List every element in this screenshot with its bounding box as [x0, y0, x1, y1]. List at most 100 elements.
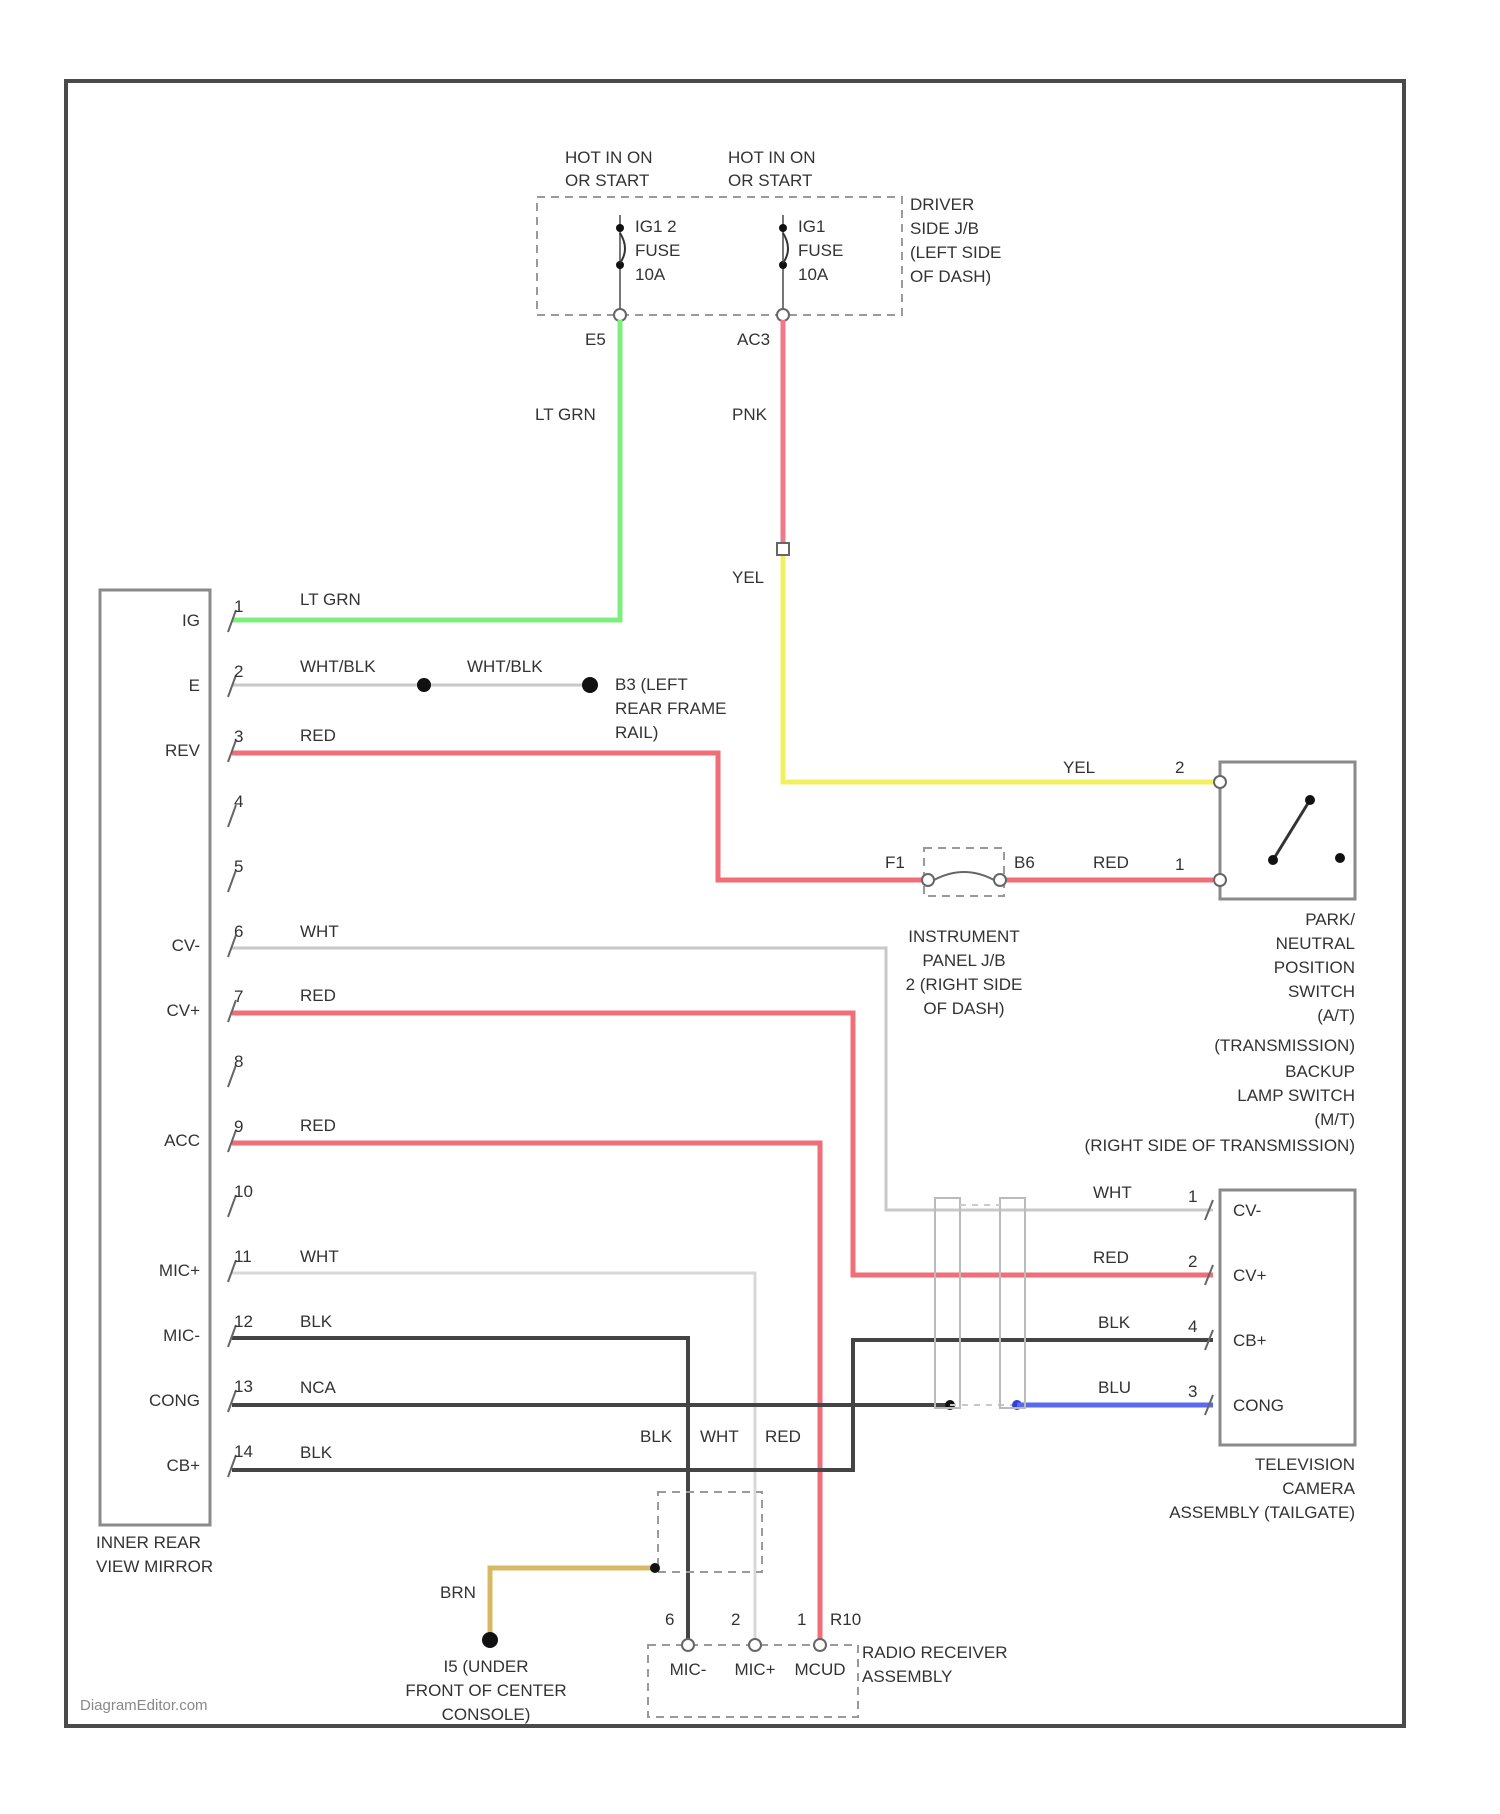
wire-label-blk-cam: BLK — [1098, 1313, 1131, 1332]
camera-pin-label: CONG — [1233, 1396, 1284, 1415]
jb-name-1: DRIVER — [910, 195, 974, 214]
switch-name-10: (RIGHT SIDE OF TRANSMISSION) — [1085, 1136, 1355, 1155]
wire-label-blk-vertical: BLK — [640, 1427, 673, 1446]
ipjb-name-1: INSTRUMENT — [908, 927, 1019, 946]
mirror-pin-label: CB+ — [166, 1456, 200, 1475]
ipjb-terminal-f1: F1 — [885, 853, 905, 872]
jb-name-3: (LEFT SIDE — [910, 243, 1001, 262]
wire-label-blk-mic: BLK — [300, 1312, 333, 1331]
switch-pin-2: 2 — [1175, 758, 1184, 777]
camera-pin-label: CV+ — [1233, 1266, 1267, 1285]
wire-brn — [490, 1568, 655, 1640]
driver-side-junction-block: HOT IN ON OR START HOT IN ON OR START IG… — [537, 148, 1001, 349]
radio-name-2: ASSEMBLY — [862, 1667, 952, 1686]
mirror-pin-10: 10 — [228, 1182, 253, 1217]
ipjb-name-4: OF DASH) — [923, 999, 1004, 1018]
camera-pin-label: CB+ — [1233, 1331, 1267, 1350]
terminal-ac3: AC3 — [737, 330, 770, 349]
radio-pin-2: 2 — [731, 1610, 740, 1629]
park-neutral-position-switch: 2 1 PARK/ NEUTRAL POSITION SWITCH (A/T) … — [1085, 758, 1356, 1155]
mirror-pin-number: 13 — [234, 1377, 253, 1396]
camera-name-3: ASSEMBLY (TAILGATE) — [1169, 1503, 1355, 1522]
radio-pin-1: 1 — [797, 1610, 806, 1629]
mirror-pin-number: 10 — [234, 1182, 253, 1201]
mirror-name-2: VIEW MIRROR — [96, 1557, 213, 1576]
switch-pin-1: 1 — [1175, 855, 1184, 874]
mirror-pin-number: 11 — [234, 1247, 252, 1266]
mirror-pin-number: 8 — [234, 1052, 243, 1071]
wire-label-yel-vertical: YEL — [732, 568, 764, 587]
ipjb-terminal-b6: B6 — [1014, 853, 1035, 872]
jb-name-2: SIDE J/B — [910, 219, 979, 238]
mirror-pin-number: 2 — [234, 662, 243, 681]
mirror-pin-label: CV+ — [166, 1001, 200, 1020]
wire-label-yel: YEL — [1063, 758, 1095, 777]
wire-label-wht-mic: WHT — [300, 1247, 339, 1266]
fuse-right-name: IG1 — [798, 217, 825, 236]
hot-label-left-1: HOT IN ON — [565, 148, 653, 167]
switch-name-1: PARK/ — [1305, 910, 1355, 929]
mirror-pin-label: MIC+ — [159, 1261, 200, 1280]
radio-label-mic-minus: MIC- — [670, 1660, 707, 1679]
instrument-panel-jb: F1 B6 INSTRUMENT PANEL J/B 2 (RIGHT SIDE… — [885, 848, 1035, 1018]
wire-label-pnk: PNK — [732, 405, 768, 424]
wire-label-wht-blk-2: WHT/BLK — [467, 657, 543, 676]
hot-label-right-1: HOT IN ON — [728, 148, 816, 167]
camera-pin-label: CV- — [1233, 1201, 1261, 1220]
wire-label-lt-grn-vertical: LT GRN — [535, 405, 596, 424]
fuse-left-type: FUSE — [635, 241, 680, 260]
mirror-name-1: INNER REAR — [96, 1533, 201, 1552]
radio-receiver-assembly: 6 2 1 R10 MIC- MIC+ MCUD RADIO RECEIVER … — [648, 1610, 1007, 1717]
mirror-pin-number: 12 — [234, 1312, 253, 1331]
ground-b3-1: B3 (LEFT — [615, 675, 688, 694]
ground-i5-3: CONSOLE) — [442, 1705, 531, 1724]
camera-pin-number: 2 — [1188, 1252, 1197, 1271]
wire-wht-cv-minus — [232, 948, 1213, 1210]
mirror-pin-number: 4 — [234, 792, 243, 811]
ipjb-name-3: 2 (RIGHT SIDE — [906, 975, 1023, 994]
wire-label-nca: NCA — [300, 1378, 337, 1397]
radio-label-mcud: MCUD — [795, 1660, 846, 1679]
mirror-pin-number: 9 — [234, 1117, 243, 1136]
shielded-cable-group — [935, 1198, 1025, 1408]
mirror-pin-label: E — [189, 676, 200, 695]
camera-pin-number: 4 — [1188, 1317, 1197, 1336]
wire-label-wht-cam: WHT — [1093, 1183, 1132, 1202]
ipjb-name-2: PANEL J/B — [922, 951, 1005, 970]
ground-b3-2: REAR FRAME — [615, 699, 726, 718]
wire-lt-grn — [232, 320, 620, 620]
wire-label-wht-blk: WHT/BLK — [300, 657, 376, 676]
wire-label-red-vertical: RED — [765, 1427, 801, 1446]
terminal-e5: E5 — [585, 330, 606, 349]
wire-yel — [783, 556, 1213, 782]
wire-red-rev — [232, 753, 928, 880]
switch-name-4: SWITCH — [1288, 982, 1355, 1001]
wire-label-red-acc: RED — [300, 1116, 336, 1135]
mirror-pin-8: 8 — [228, 1052, 243, 1087]
mirror-pin-number: 1 — [234, 597, 243, 616]
camera-pin-number: 1 — [1188, 1187, 1197, 1206]
wire-label-wht-vertical: WHT — [700, 1427, 739, 1446]
diagram-frame — [66, 81, 1404, 1726]
wire-label-red-cam: RED — [1093, 1248, 1129, 1267]
mirror-pin-4: 4 — [228, 792, 243, 827]
fuse-left-name: IG1 2 — [635, 217, 677, 236]
hot-label-right-2: OR START — [728, 171, 812, 190]
radio-pin-6: 6 — [665, 1610, 674, 1629]
wire-label-red-switch: RED — [1093, 853, 1129, 872]
wire-label-blu-cam: BLU — [1098, 1378, 1131, 1397]
radio-harness-shield — [658, 1492, 762, 1572]
mirror-pin-label: IG — [182, 611, 200, 630]
jb-name-4: OF DASH) — [910, 267, 991, 286]
mirror-pin-number: 14 — [234, 1442, 253, 1461]
fuse-right-rating: 10A — [798, 265, 829, 284]
camera-name-2: CAMERA — [1282, 1479, 1355, 1498]
radio-name-1: RADIO RECEIVER — [862, 1643, 1007, 1662]
switch-name-6: (TRANSMISSION) — [1214, 1036, 1355, 1055]
wire-label-blk-cb: BLK — [300, 1443, 333, 1462]
ground-b3-3: RAIL) — [615, 723, 658, 742]
wire-label-red-rev: RED — [300, 726, 336, 745]
mirror-pin-label: CONG — [149, 1391, 200, 1410]
